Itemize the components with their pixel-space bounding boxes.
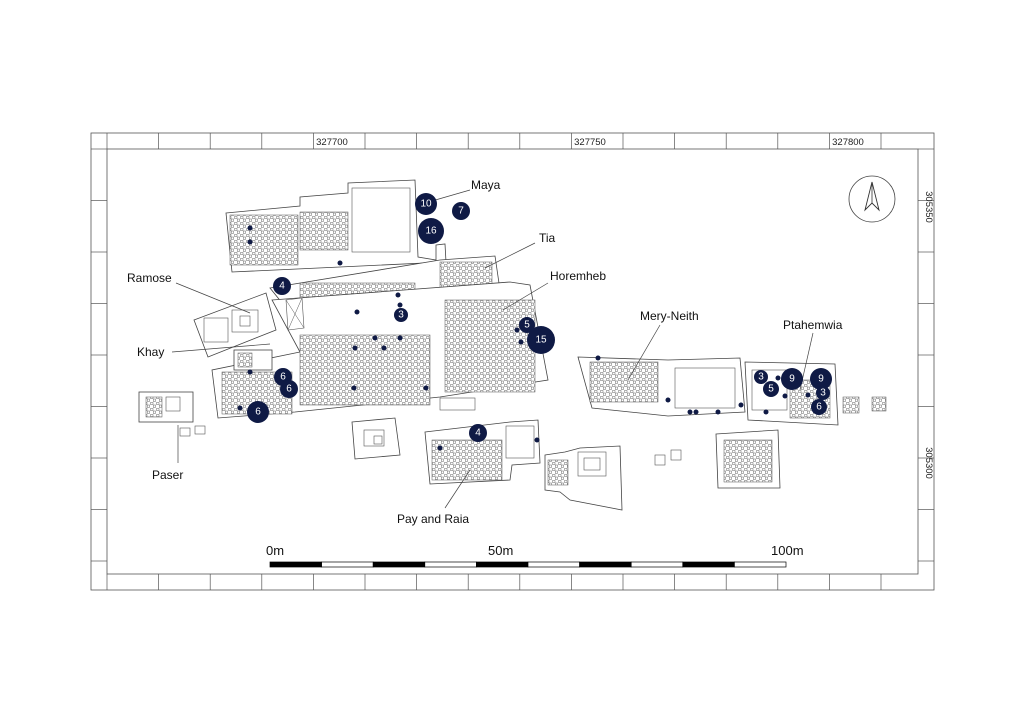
count-marker-label: 6: [816, 402, 822, 413]
count-marker-circle: [810, 368, 832, 390]
count-marker: 9: [810, 368, 832, 390]
label-maya: Maya: [471, 178, 501, 192]
count-marker-label: 9: [818, 374, 824, 385]
count-marker-circle: [469, 424, 487, 442]
count-marker-label: 6: [286, 384, 292, 395]
count-marker: 9: [781, 368, 803, 390]
count-marker-circle: [452, 202, 470, 220]
tomb-plan-court: [351, 417, 401, 460]
coord-x-327750: 327750: [574, 137, 606, 148]
count-marker-circle: [519, 317, 535, 333]
north-arrow-icon: [848, 175, 896, 223]
scale-bar-segment: [527, 561, 580, 568]
count-marker-label: 4: [475, 428, 481, 439]
count-marker: 6: [811, 399, 827, 415]
label-paser: Paser: [152, 468, 183, 482]
count-marker-circle: [280, 380, 298, 398]
count-marker-label: 9: [789, 374, 795, 385]
count-marker: 4: [469, 424, 487, 442]
count-marker-circle: [763, 381, 779, 397]
coord-x-327700: 327700: [316, 137, 348, 148]
scale-bar-segment: [630, 561, 684, 568]
count-marker-label: 3: [820, 388, 826, 399]
count-marker-circle: [811, 399, 827, 415]
label-ptahemwia: Ptahemwia: [783, 318, 843, 332]
count-marker-label: 5: [524, 320, 530, 331]
count-marker-label: 16: [425, 226, 437, 237]
count-marker-circle: [247, 401, 269, 423]
scale-bar-segment: [682, 561, 735, 568]
count-marker-label: 6: [255, 407, 261, 418]
coord-y-305300: 305300: [923, 447, 934, 479]
scale-bar-segment: [579, 561, 632, 568]
scale-label-100m: 100m: [771, 543, 804, 558]
tomb-plan-southeast: [715, 429, 781, 489]
scale-bar-segment: [424, 561, 477, 568]
coordinate-labels: 327700 327750 327800 305350 305300: [316, 137, 934, 479]
count-marker-label: 6: [280, 372, 286, 383]
tomb-plan-paser: [138, 391, 206, 437]
tomb-plan-mery-neith: [577, 356, 746, 417]
count-marker-circle: [273, 277, 291, 295]
count-marker-circle: [418, 218, 444, 244]
count-marker: 5: [519, 317, 535, 333]
coord-x-327800: 327800: [832, 137, 864, 148]
count-marker-circle: [816, 386, 830, 400]
scale-label-0m: 0m: [266, 543, 284, 558]
tomb-labels: Maya Tia Ramose Horemheb Khay Mery-Neith…: [127, 178, 843, 526]
tomb-plan-ramose: [193, 292, 277, 358]
scale-bar-segment: [734, 561, 787, 568]
label-mery-neith: Mery-Neith: [640, 309, 699, 323]
count-marker-label: 3: [758, 372, 764, 383]
count-marker-label: 10: [420, 199, 432, 210]
scale-bar-segment: [321, 561, 374, 568]
count-marker: 7: [452, 202, 470, 220]
count-marker-circle: [781, 368, 803, 390]
count-marker-circle: [415, 193, 437, 215]
label-horemheb: Horemheb: [550, 269, 606, 283]
count-marker-circle: [527, 326, 555, 354]
label-ramose: Ramose: [127, 271, 172, 285]
count-marker: 3: [394, 308, 408, 322]
count-marker-label: 4: [279, 281, 285, 292]
count-marker: 6: [247, 401, 269, 423]
tomb-plan-khay: [233, 349, 273, 371]
count-marker: 10: [415, 193, 437, 215]
label-khay: Khay: [137, 345, 164, 359]
map-frame: [90, 132, 935, 591]
count-marker-label: 3: [398, 310, 404, 321]
scale-bar-segment: [269, 561, 322, 568]
count-marker: 3: [754, 370, 768, 384]
count-marker: 4: [273, 277, 291, 295]
coord-y-305350: 305350: [923, 191, 934, 223]
scale-bar-segment: [372, 561, 426, 568]
tomb-plan-pay-and-raia: [424, 419, 541, 485]
count-marker-circle: [394, 308, 408, 322]
find-dots: [237, 225, 811, 451]
count-marker-label: 7: [458, 206, 464, 217]
count-marker-circle: [754, 370, 768, 384]
count-marker: 16: [418, 218, 444, 244]
scale-bar: [269, 561, 787, 568]
label-pay-and-raia: Pay and Raia: [397, 512, 469, 526]
count-marker-label: 15: [535, 335, 547, 346]
count-marker-label: 5: [768, 384, 774, 395]
scale-bar-segment: [476, 561, 529, 568]
tomb-plan-south-group: [439, 397, 682, 511]
label-tia: Tia: [539, 231, 556, 245]
count-marker: 15: [527, 326, 555, 354]
tomb-plan-maya: [225, 179, 447, 273]
count-marker: 6: [280, 380, 298, 398]
scale-label-50m: 50m: [488, 543, 513, 558]
count-marker: 3: [816, 386, 830, 400]
count-marker: 5: [763, 381, 779, 397]
